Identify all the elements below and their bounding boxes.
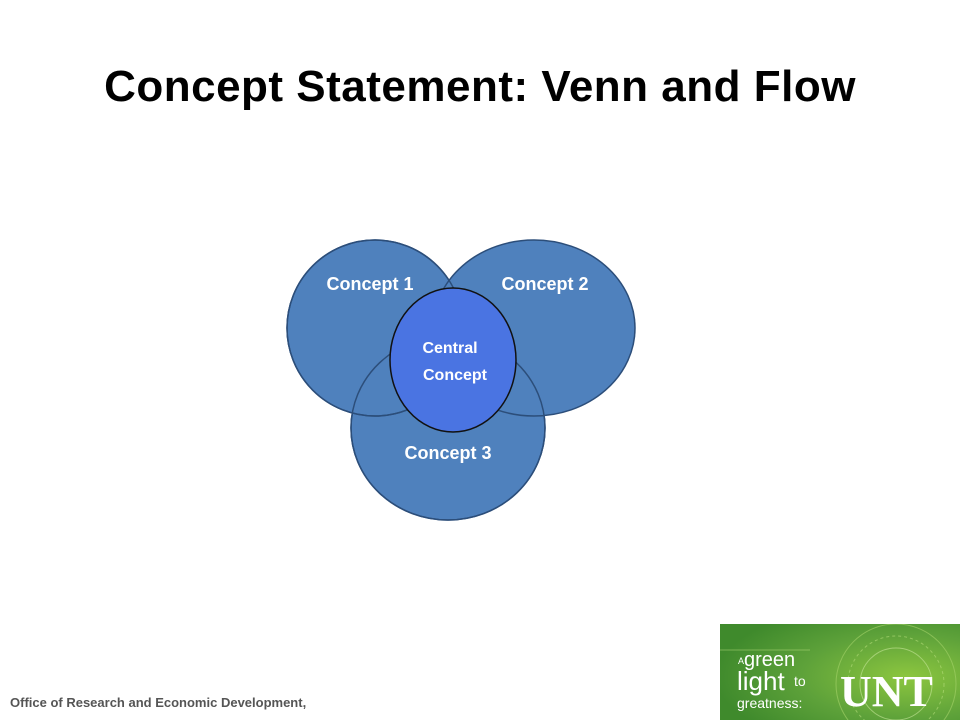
slide-title: Concept Statement: Venn and Flow — [104, 62, 856, 111]
concept-3-label: Concept 3 — [404, 443, 491, 463]
central-concept-circle — [389, 287, 517, 433]
footer-text: Office of Research and Economic Developm… — [10, 695, 307, 710]
logo-tagline-to: to — [794, 673, 806, 689]
concept-1-label: Concept 1 — [326, 274, 413, 294]
central-concept-label-line1: Central — [422, 340, 477, 357]
unt-logo: A green light to greatness: UNT — [720, 624, 960, 720]
concept-2-label: Concept 2 — [501, 274, 588, 294]
central-concept-label-line2: Concept — [423, 367, 488, 384]
logo-tagline-green: green — [744, 649, 795, 671]
logo-tagline-greatness: greatness: — [737, 695, 802, 711]
logo-tagline-light: light — [737, 666, 785, 696]
logo-wordmark: UNT — [840, 667, 933, 716]
logo-tagline-a: A — [738, 656, 744, 666]
